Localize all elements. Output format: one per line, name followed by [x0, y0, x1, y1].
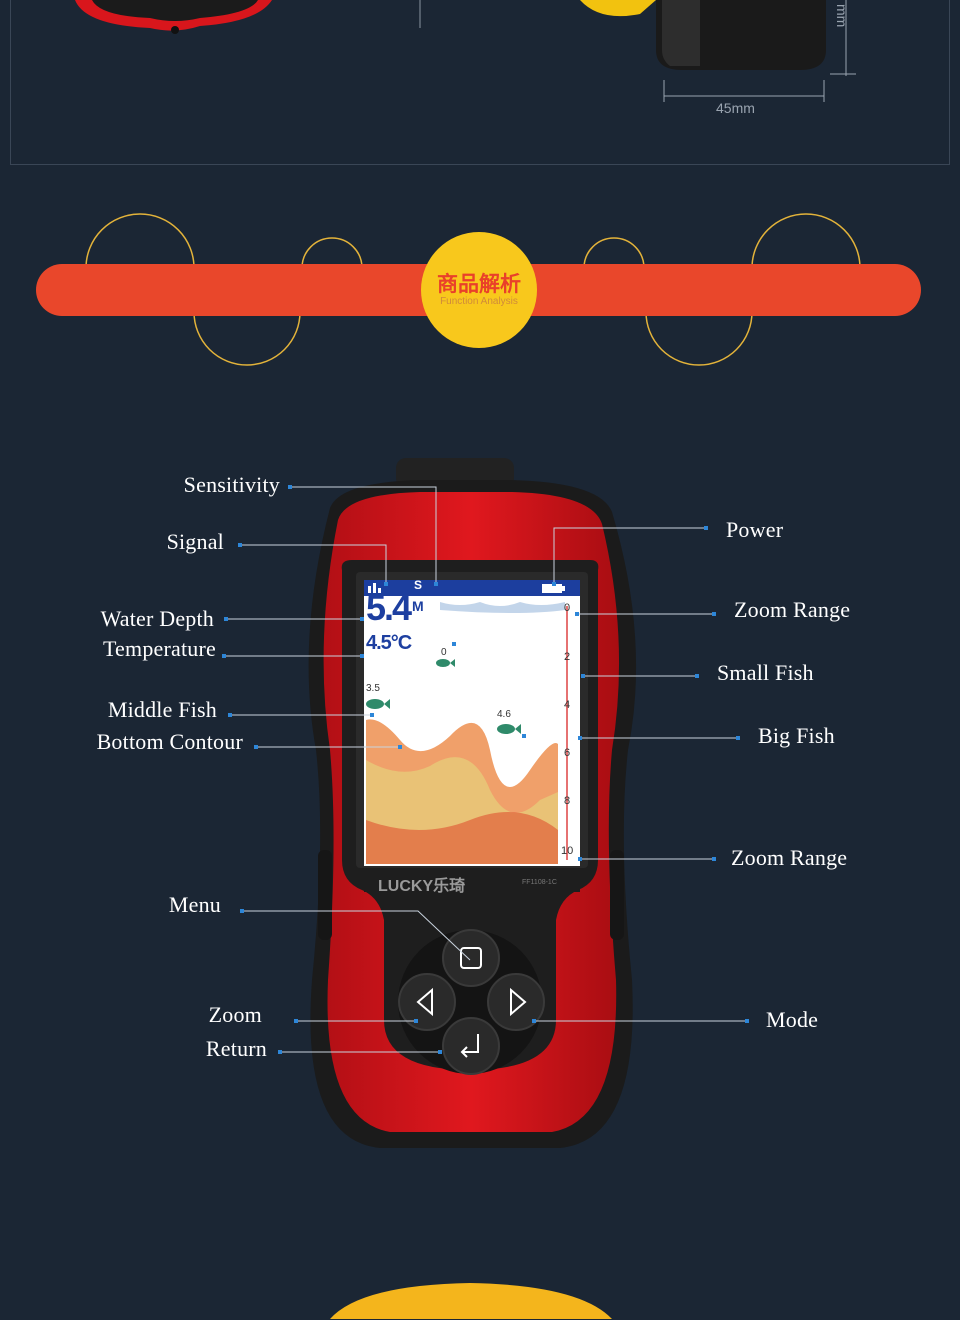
big-fish-depth: 4.6 — [497, 709, 511, 720]
section-banner — [36, 213, 921, 366]
battery-icon — [542, 584, 562, 593]
label-sensitivity: Sensitivity — [183, 472, 280, 497]
label-temperature: Temperature — [102, 636, 216, 661]
deco-arc — [85, 213, 195, 269]
label-bottom-contour: Bottom Contour — [96, 729, 243, 754]
label-big-fish: Big Fish — [758, 723, 835, 748]
scale-tick: 10 — [561, 845, 574, 857]
bottom-float — [330, 1283, 612, 1319]
mode-button[interactable] — [487, 973, 545, 1031]
label-mode: Mode — [766, 1007, 819, 1032]
middle-fish-depth: 3.5 — [366, 683, 380, 694]
label-small-fish: Small Fish — [717, 660, 814, 685]
scale-tick: 6 — [564, 747, 571, 759]
height-dimension: mm — [834, 4, 850, 28]
small-fish-icon — [436, 659, 455, 667]
small-fish-depth: 0 — [441, 647, 447, 658]
brand-logo: LUCKY乐琦 — [378, 878, 466, 895]
float-edge — [580, 0, 656, 17]
right-arrow-icon — [510, 987, 527, 1017]
deco-arc — [193, 311, 301, 366]
menu-button[interactable] — [442, 929, 500, 987]
depth-readout: 5.4 — [366, 587, 412, 628]
big-fish-icon — [497, 724, 521, 734]
depth-unit: M — [412, 598, 424, 614]
banner-subtitle: Function Analysis — [440, 296, 518, 307]
return-icon — [460, 1034, 479, 1058]
label-menu: Menu — [168, 892, 221, 917]
width-dimension: 45mm — [716, 100, 755, 116]
return-button[interactable] — [442, 1017, 500, 1075]
left-arrow-icon — [416, 987, 433, 1017]
top-product-art — [75, 0, 856, 102]
dimensions-panel — [10, 0, 950, 165]
device-bottom-inner — [92, 0, 258, 21]
fish-finder-device — [308, 458, 637, 1148]
middle-fish-icon — [366, 699, 390, 709]
deco-arc — [751, 213, 861, 269]
scale-tick: 8 — [564, 795, 571, 807]
label-return: Return — [205, 1036, 267, 1061]
button-pad — [398, 930, 542, 1074]
label-middle-fish: Middle Fish — [107, 697, 217, 722]
label-water-depth: Water Depth — [100, 606, 214, 631]
temperature-readout: 4.5°C — [366, 632, 412, 654]
scale-tick: 0 — [564, 602, 571, 614]
status-bar — [364, 580, 580, 596]
device-foot — [171, 26, 179, 34]
sensitivity-indicator: S — [414, 578, 423, 592]
model-number: FF1108-1C — [522, 879, 557, 886]
scale-tick: 2 — [564, 651, 571, 663]
banner-circle — [421, 232, 537, 348]
deco-arc — [645, 311, 753, 366]
label-power: Power — [726, 517, 784, 542]
zoom-button[interactable] — [398, 973, 456, 1031]
banner-title: 商品解析 — [437, 272, 521, 296]
deco-arc — [583, 237, 645, 269]
label-zoom-range-top: Zoom Range — [734, 597, 851, 622]
label-signal: Signal — [166, 529, 224, 554]
deco-arc — [301, 237, 363, 269]
label-zoom: Zoom — [208, 1002, 262, 1027]
scale-tick: 4 — [564, 699, 571, 711]
label-zoom-range-bottom: Zoom Range — [731, 845, 848, 870]
